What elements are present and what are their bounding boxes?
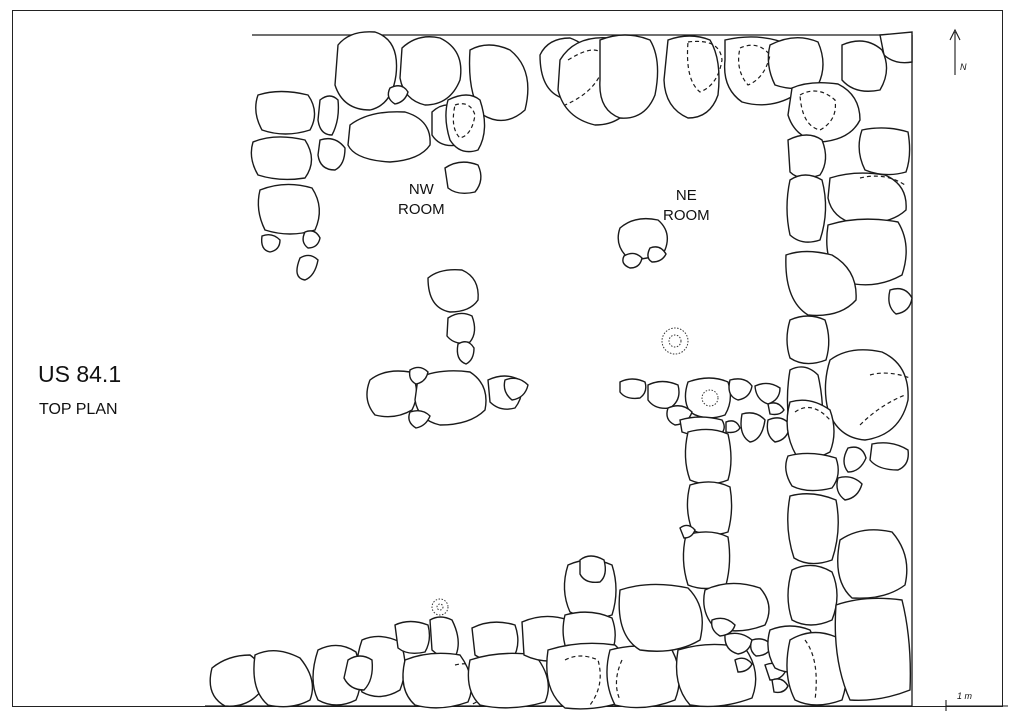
north-arrow <box>949 28 961 75</box>
nw-room-label-line2: ROOM <box>398 201 445 218</box>
plan-subtitle: TOP PLAN <box>39 401 118 418</box>
scale-bar-label: 1 m <box>957 691 973 701</box>
north-wall <box>334 31 913 126</box>
ne-room-label: NE ROOM <box>663 186 710 226</box>
north-arrow-label: N <box>960 62 967 72</box>
ne-room-label-line1: NE <box>675 187 697 204</box>
nw-room-label-line1: NW <box>408 181 434 198</box>
nw-room-label: NW ROOM <box>398 180 445 220</box>
scale-bar <box>945 700 1008 711</box>
east-wall <box>785 81 913 626</box>
ne-room-stones <box>617 217 791 590</box>
plan-title: US 84.1 <box>38 361 122 387</box>
nw-room-stones <box>250 85 529 429</box>
south-wall <box>209 555 912 710</box>
ne-room-label-line2: ROOM <box>663 207 710 224</box>
